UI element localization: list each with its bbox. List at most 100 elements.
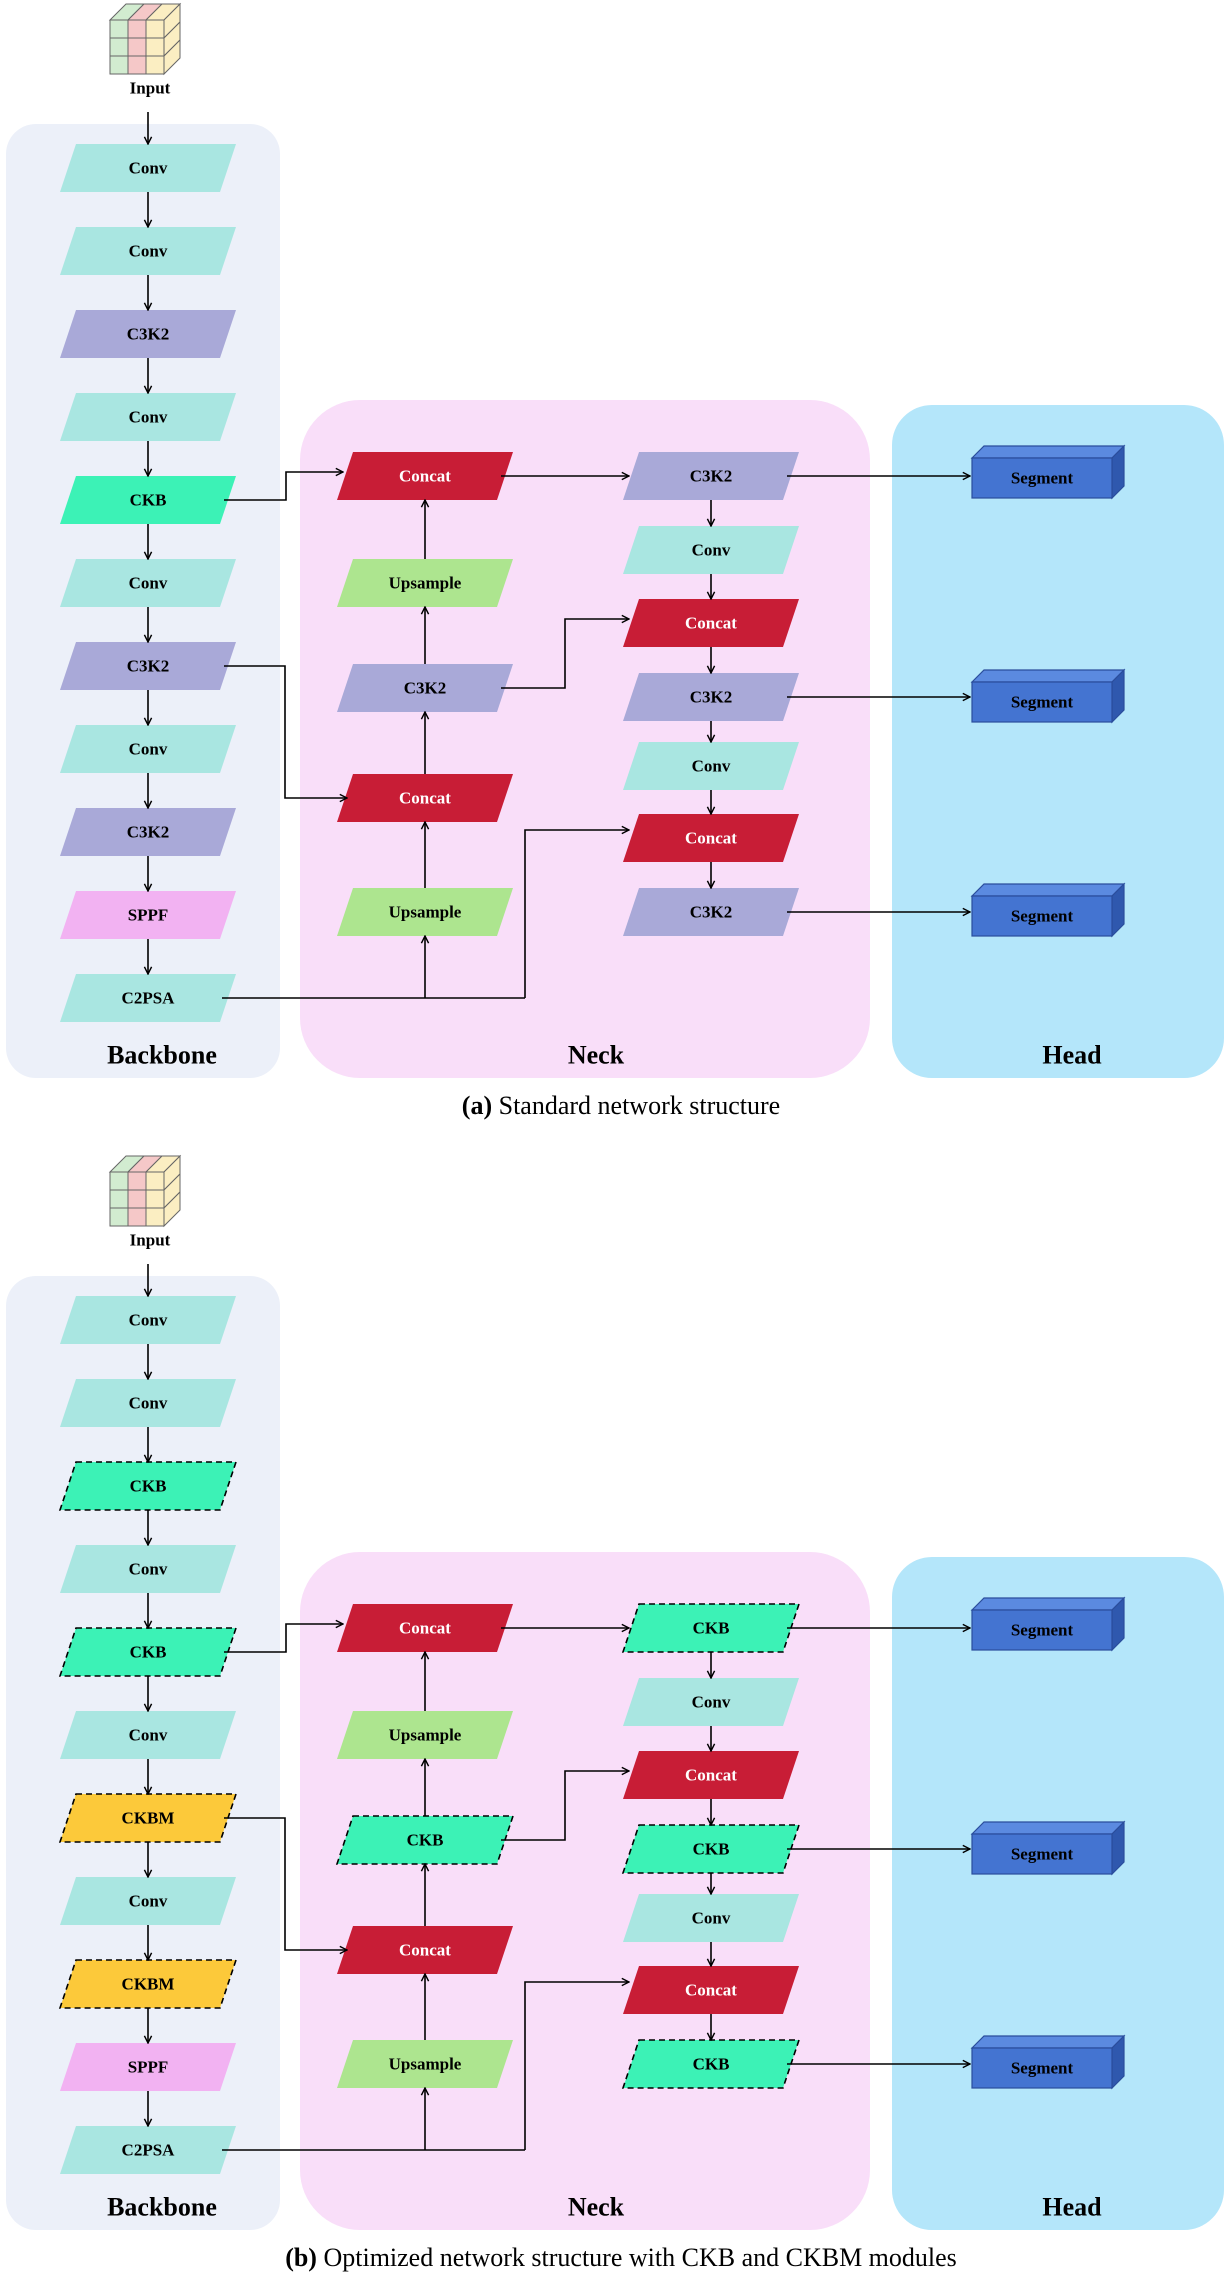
neck-right-block: CKB [621,1603,801,1653]
input-cube-cell [109,19,129,39]
neck-right-block: CKB [621,1824,801,1874]
c2psa-to-concat [524,830,629,998]
backbone-block: CKBM [58,1793,238,1843]
head-segment-label: Segment [1011,693,1074,712]
neck-title: Neck [568,1041,625,1070]
head-segment-label: Segment [1011,2059,1074,2078]
neck-right-block-label: Concat [685,1766,737,1785]
head-segment: Segment [970,1820,1126,1876]
neck-right-block: CKB [621,2039,801,2089]
neck-left-block-shape [337,664,513,712]
caption-text: Standard network structure [492,1091,780,1120]
neck-right-block-label: C3K2 [690,903,733,922]
neck-left-block-shape [337,1604,513,1652]
neck-left-block-shape [337,1711,513,1759]
input-label: Input [130,1231,171,1250]
backbone-block: CKBM [58,1959,238,2009]
neck-left-block: Upsample [337,559,513,607]
neck-right-block-label: Concat [685,829,737,848]
neck-left-block: Concat [337,774,513,822]
input-icon: Input [108,1154,182,1250]
head-segment-front [971,457,1113,499]
head-segment-top [970,1597,1126,1611]
backbone-block: C2PSA [60,974,236,1022]
neck-right-block-shape [623,888,799,936]
neck-right-block-label: CKB [693,1840,730,1859]
backbone-block-label: CKB [130,1643,167,1662]
neck-right-block-label: C3K2 [690,688,733,707]
backbone-block-label: SPPF [128,2058,169,2077]
neck-right-block-shape [623,814,799,862]
neck-left-block: Upsample [337,888,513,936]
backbone-block-label: Conv [129,1394,168,1413]
backbone-block: Conv [60,1379,236,1427]
neck-right-block-label: C3K2 [690,467,733,486]
backbone-block-shape [60,1379,236,1427]
backbone-block: Conv [60,144,236,192]
neck-right-block-shape [623,526,799,574]
head-segment-top [970,1821,1126,1835]
neck-right-block-shape [623,1966,799,2014]
input-cube-cell [145,1207,165,1227]
neck-left-block-label: Concat [399,1619,451,1638]
backbone-block-label: Conv [129,1726,168,1745]
neck-arrow [501,619,629,689]
backbone-block: Conv [60,559,236,607]
backbone-block-label: Conv [129,740,168,759]
neck-right-block-label: CKB [693,2055,730,2074]
input-cube-cell [109,1171,129,1191]
backbone-block-label: Conv [129,242,168,261]
input-cube-cell [109,1189,129,1209]
head-segment-front [971,895,1113,937]
neck-left-block-label: C3K2 [404,679,447,698]
neck-right-block-shape [623,1751,799,1799]
backbone-block: Conv [60,1296,236,1344]
input-cube-cell [127,1207,147,1227]
neck-left-block: Concat [337,1604,513,1652]
neck-right-block: C3K2 [623,888,799,936]
backbone-block-shape [60,2126,236,2174]
head-segment-front [971,2047,1113,2089]
head-panel [892,405,1224,1078]
head-segment-label: Segment [1011,469,1074,488]
neck-right-block-label: Conv [692,1693,731,1712]
input-cube-cell [109,55,129,75]
backbone-block-shape [58,1461,238,1511]
backbone-block: Conv [60,725,236,773]
neck-left-block-label: Upsample [389,2055,462,2074]
neck-right-block-shape [623,742,799,790]
backbone-block: SPPF [60,891,236,939]
neck-right-block: Conv [623,1894,799,1942]
backbone-block-shape [58,1793,238,1843]
caption-text: Optimized network structure with CKB and… [317,2243,957,2272]
neck-right-block-shape [623,673,799,721]
neck-right-block-shape [623,1894,799,1942]
neck-right-block-shape [621,1603,801,1653]
backbone-block: C3K2 [60,808,236,856]
head-segment-front [971,1609,1113,1651]
backbone-block-label: Conv [129,1892,168,1911]
input-label: Input [130,79,171,98]
skip-arrow [224,665,347,798]
neck-right-block-label: CKB [693,1619,730,1638]
caption: (a) Standard network structure [462,1091,780,1120]
backbone-block-label: C2PSA [122,989,176,1008]
head-segment-label: Segment [1011,1845,1074,1864]
backbone-block-shape [60,1296,236,1344]
neck-right-block: C3K2 [623,673,799,721]
backbone-block-label: C2PSA [122,2141,176,2160]
backbone-block-label: Conv [129,574,168,593]
neck-right-block-shape [623,1678,799,1726]
neck-left-block-shape [337,774,513,822]
neck-right-block: Concat [623,1751,799,1799]
input-cube-cell [145,1171,165,1191]
backbone-block-label: C3K2 [127,325,170,344]
backbone-block-shape [60,1711,236,1759]
backbone-block: CKB [58,1461,238,1511]
backbone-block-shape [60,1545,236,1593]
backbone-block-shape [60,891,236,939]
backbone-block-shape [58,1627,238,1677]
head-panel [892,1557,1224,2230]
neck-right-block: Concat [623,814,799,862]
